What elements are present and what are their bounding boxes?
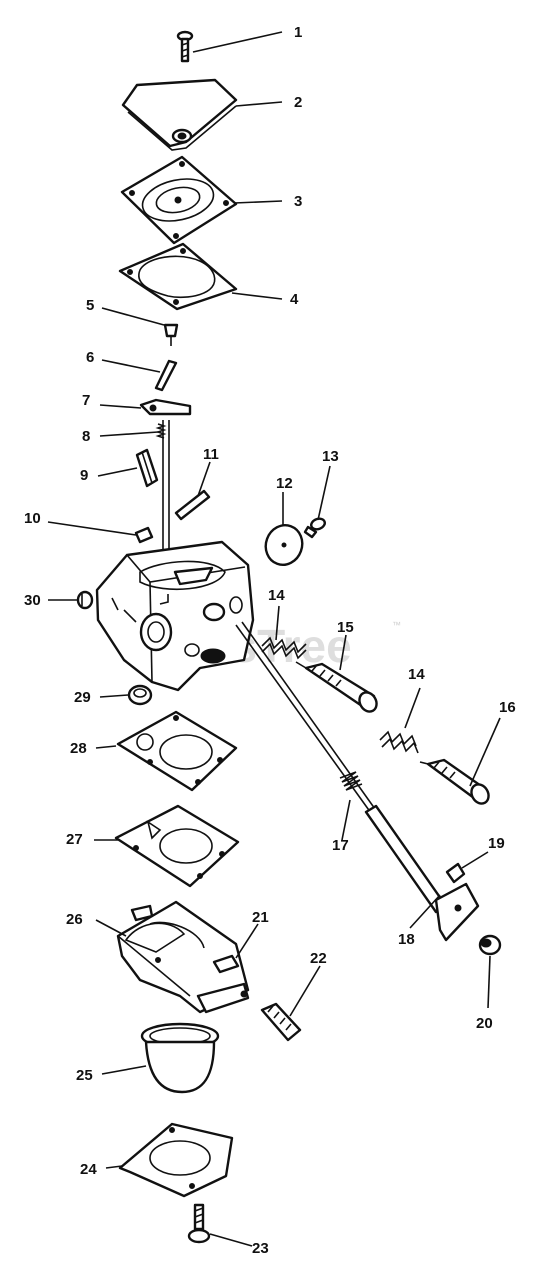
part-20-nut[interactable] bbox=[478, 934, 502, 956]
callout-4: 4 bbox=[290, 291, 299, 308]
part-1-screw[interactable] bbox=[176, 30, 194, 63]
watermark-trademark: ™ bbox=[392, 620, 401, 630]
part-17-spring[interactable] bbox=[339, 771, 363, 791]
callout-14b: 14 bbox=[408, 666, 425, 683]
callout-2: 2 bbox=[294, 94, 302, 111]
callout-12: 12 bbox=[276, 475, 293, 492]
callout-25: 25 bbox=[76, 1067, 93, 1084]
callout-20: 20 bbox=[476, 1015, 493, 1032]
callout-28: 28 bbox=[70, 740, 87, 757]
callout-1: 1 bbox=[294, 24, 302, 41]
callout-6: 6 bbox=[86, 349, 94, 366]
callout-13: 13 bbox=[322, 448, 339, 465]
callout-24: 24 bbox=[80, 1161, 97, 1178]
callout-10: 10 bbox=[24, 510, 41, 527]
callout-29: 29 bbox=[74, 689, 91, 706]
part-19-clip[interactable] bbox=[445, 862, 466, 884]
part-7-metering-lever[interactable] bbox=[139, 398, 192, 416]
part-13-screw[interactable] bbox=[303, 517, 326, 539]
part-16-needle-screw[interactable] bbox=[419, 758, 492, 807]
callout-16: 16 bbox=[499, 699, 516, 716]
part-12-disc[interactable] bbox=[260, 520, 308, 570]
callout-8: 8 bbox=[82, 428, 90, 445]
part-27-plate[interactable] bbox=[114, 804, 240, 888]
callout-17: 17 bbox=[332, 837, 349, 854]
part-29-bushing[interactable] bbox=[127, 684, 153, 706]
throttle-shaft-line-2 bbox=[241, 621, 381, 817]
callout-18: 18 bbox=[398, 931, 415, 948]
callout-19: 19 bbox=[488, 835, 505, 852]
carburetor-body[interactable] bbox=[95, 540, 255, 692]
part-23-screw[interactable] bbox=[187, 1203, 211, 1244]
callout-14a: 14 bbox=[268, 587, 285, 604]
callout-5: 5 bbox=[86, 297, 94, 314]
callout-7: 7 bbox=[82, 392, 90, 409]
part-5-inlet-needle[interactable] bbox=[163, 323, 179, 346]
callout-3: 3 bbox=[294, 193, 302, 210]
part-10-clip[interactable] bbox=[134, 526, 154, 544]
part-28-gasket[interactable] bbox=[116, 710, 238, 792]
part-14-spring-lower[interactable] bbox=[379, 730, 419, 754]
part-26-pump-cover[interactable] bbox=[116, 900, 250, 1014]
part-15-needle-screw[interactable] bbox=[295, 661, 380, 715]
callout-numbers: 1 2 3 4 5 6 7 8 9 10 11 12 13 14 15 14 1… bbox=[24, 24, 516, 1257]
part-4-gasket[interactable] bbox=[118, 242, 238, 311]
leader-lines bbox=[47, 31, 501, 1247]
part-3-diaphragm[interactable] bbox=[120, 155, 238, 245]
callout-15: 15 bbox=[337, 619, 354, 636]
part-14-spring-upper[interactable] bbox=[261, 636, 307, 660]
callout-26: 26 bbox=[66, 911, 83, 928]
callout-30: 30 bbox=[24, 592, 41, 609]
part-24-gasket[interactable] bbox=[118, 1122, 234, 1198]
part-2-cover[interactable] bbox=[121, 78, 238, 151]
throttle-shaft bbox=[162, 420, 170, 565]
callout-23: 23 bbox=[252, 1240, 269, 1257]
throttle-shaft-line bbox=[235, 624, 377, 821]
part-22-adjusting-screw[interactable] bbox=[260, 1002, 302, 1042]
part-25-primer-bulb[interactable] bbox=[140, 1022, 220, 1094]
part-9-check-valve[interactable] bbox=[135, 448, 159, 488]
part-6-pin[interactable] bbox=[154, 359, 178, 392]
callout-21: 21 bbox=[252, 909, 269, 926]
callout-9: 9 bbox=[80, 467, 88, 484]
part-30-plug[interactable] bbox=[76, 590, 94, 610]
callout-27: 27 bbox=[66, 831, 83, 848]
callout-11: 11 bbox=[203, 446, 219, 463]
part-11-pin[interactable] bbox=[174, 489, 211, 521]
part-18-throttle-lever[interactable] bbox=[364, 804, 480, 942]
callout-22: 22 bbox=[310, 950, 327, 967]
